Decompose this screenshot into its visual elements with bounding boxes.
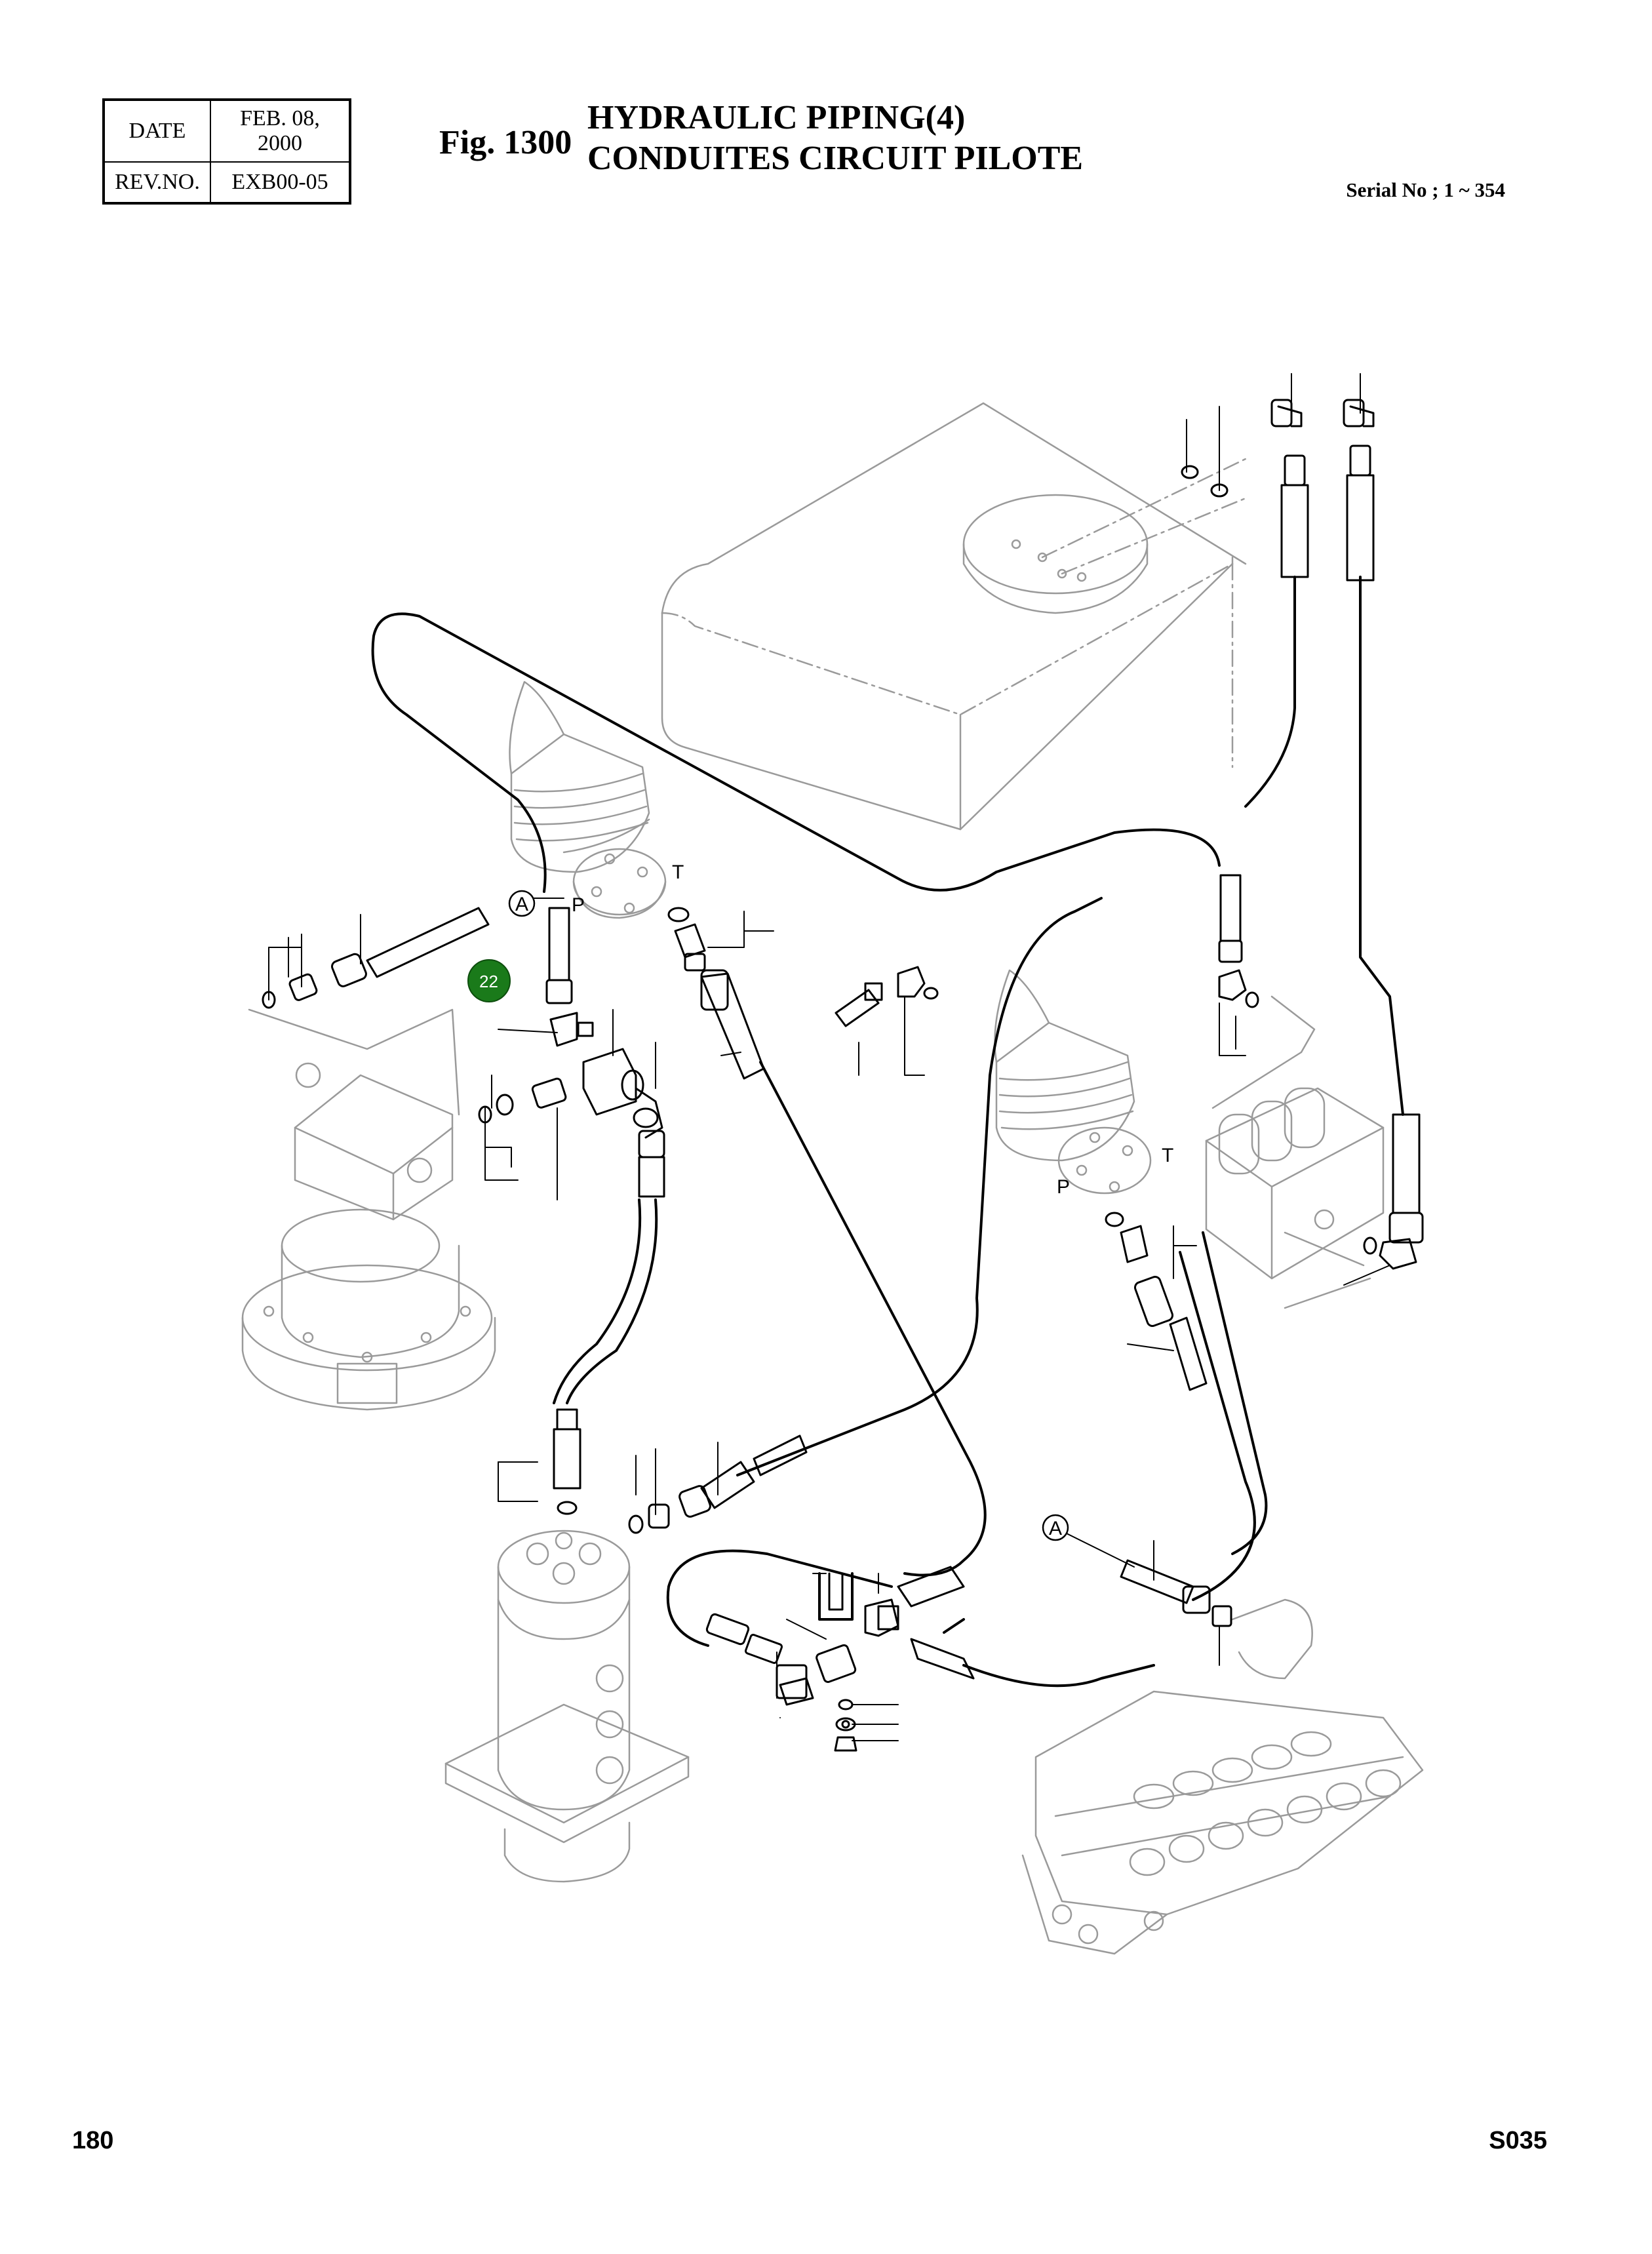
hoses [371, 576, 1404, 1688]
serial-range: Serial No ; 1 ~ 354 [1346, 178, 1505, 201]
hose-elbow-swivel-b [553, 1198, 642, 1404]
bottom-tee-assembly [705, 1566, 975, 1752]
info-table: DATE FEB. 08, 2000 REV.NO. EXB00-05 [102, 98, 351, 205]
center-swivel-joint [444, 1530, 690, 1883]
hose-bottom-connector [962, 1664, 1155, 1688]
upper-left-hose-assembly [262, 907, 490, 1009]
hose-right-vertical-2 [1359, 576, 1404, 1116]
right-hose-end [1363, 1113, 1424, 1270]
title-french: CONDUITES CIRCUIT PILOTE [587, 140, 1084, 177]
hose-22-assembly [545, 907, 594, 1047]
swing-motor [241, 1008, 496, 1411]
bottom-right-fittings [1120, 1559, 1232, 1627]
hose-lower-left [736, 897, 1103, 1476]
rev-value: EXB00-05 [210, 161, 351, 204]
callout-22-badge [467, 959, 511, 1002]
port-label-t-upper: T [672, 861, 684, 883]
port-labels: A P T A P T [508, 861, 1173, 1541]
ghost-components [241, 402, 1424, 1955]
rev-label: REV.NO. [103, 161, 211, 204]
port-label-t-lower: T [1162, 1145, 1173, 1166]
fittings [262, 399, 1424, 1752]
title-english: HYDRAULIC PIPING(4) [587, 99, 966, 136]
date-value: FEB. 08, 2000 [210, 99, 351, 163]
hose-lower-right-loop-b [1202, 1231, 1268, 1555]
lower-t-port-fittings [1105, 1212, 1208, 1391]
date-label: DATE [103, 99, 211, 163]
solenoid-valve-block [1205, 995, 1385, 1309]
figure-number: Fig. 1300 [439, 124, 572, 161]
hose-upper-loop [371, 612, 1221, 893]
hose-bottom-loop [666, 1549, 893, 1647]
port-label-a-lower: A [1049, 1518, 1062, 1539]
hose-right-vertical [1244, 576, 1296, 808]
port-label-a-upper: A [515, 894, 528, 915]
hose-elbow-swivel [566, 1198, 658, 1404]
leader-lines [268, 373, 1390, 1741]
callout-22[interactable]: 22 [467, 959, 511, 1002]
hose-middle-diagonal [759, 1061, 987, 1577]
hose-bottom-connector-b [943, 1618, 965, 1634]
page-number: 180 [72, 2127, 114, 2154]
port-label-p-upper: P [572, 894, 585, 916]
upper-t-port-fittings [667, 907, 765, 1080]
joystick-lower [994, 969, 1152, 1195]
main-control-valve [1021, 1598, 1424, 1955]
tank [661, 402, 1247, 831]
port-label-p-lower: P [1057, 1176, 1070, 1198]
top-right-elbows [1181, 399, 1375, 582]
callout-22-number: 22 [479, 972, 498, 991]
joystick-upper [509, 681, 667, 919]
swivel-fittings [553, 1408, 808, 1534]
tee-elbow-cluster [478, 1048, 665, 1198]
mid-right-elbows [835, 874, 1259, 1027]
document-code: S035 [1489, 2127, 1547, 2154]
hose-lower-right-loop [1179, 1251, 1256, 1601]
